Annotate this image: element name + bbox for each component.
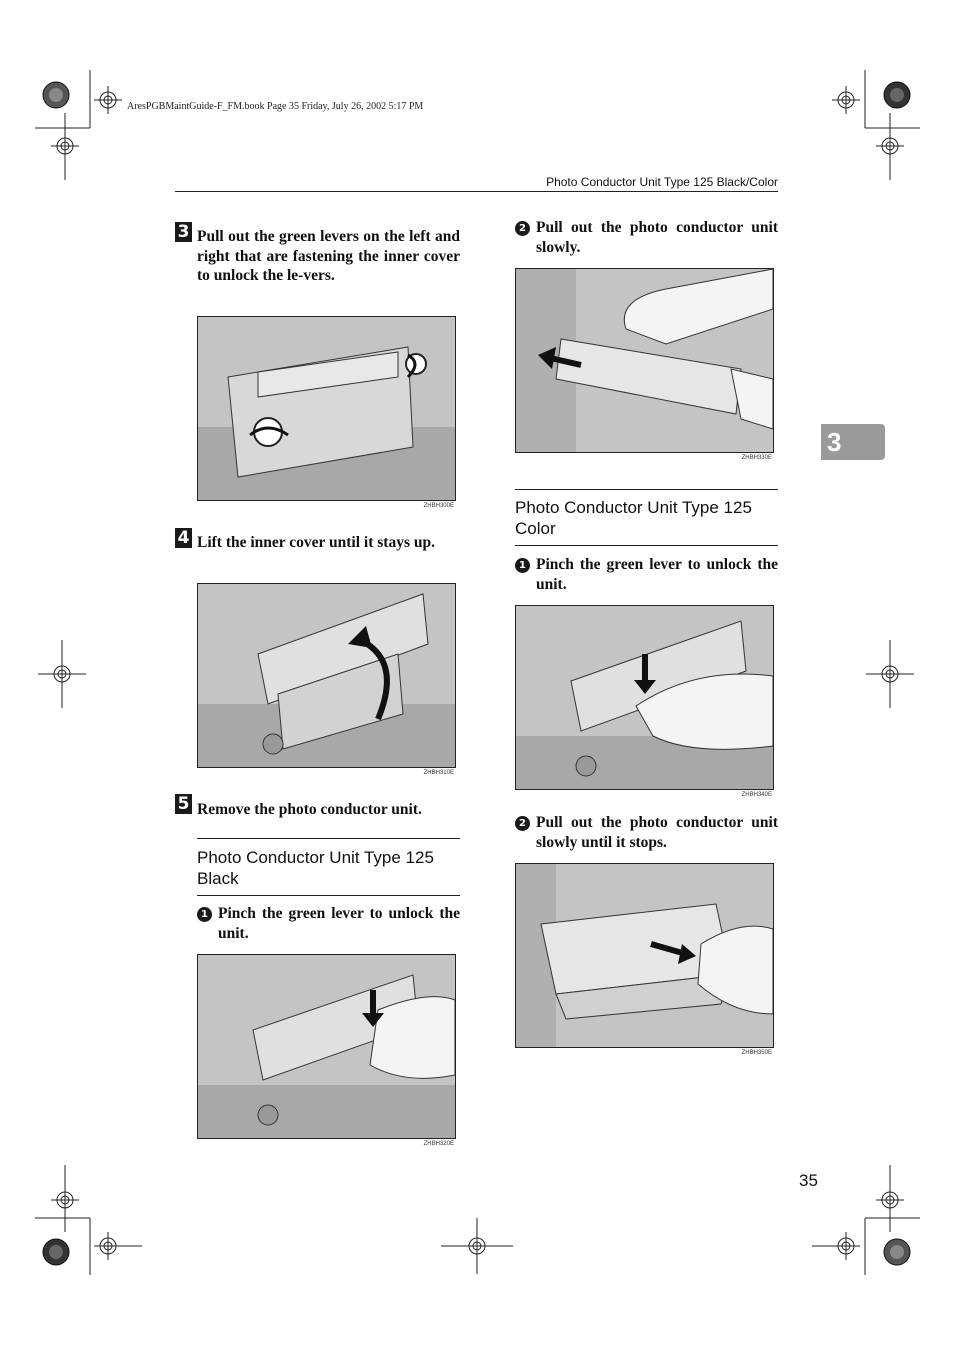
figure-code: ZHBH350E [741, 1050, 772, 1056]
figure-pinch-lever-color [515, 605, 774, 790]
step-number: 4 [175, 528, 192, 548]
figure-pull-unit-black [515, 268, 774, 453]
running-header: Photo Conductor Unit Type 125 Black/Colo… [546, 175, 778, 189]
book-info: AresPGBMaintGuide-F_FM.book Page 35 Frid… [127, 101, 424, 112]
substep-number: 2 [515, 816, 530, 831]
step-text: Lift the inner cover until it stays up. [197, 534, 435, 551]
substep-text: Pinch the green lever to unlock the unit… [536, 556, 778, 593]
step-text: Remove the photo conductor unit. [197, 801, 422, 818]
substep-number: 1 [515, 558, 530, 573]
section-rule [515, 489, 778, 490]
substep-text: Pull out the photo conductor unit slowly… [536, 814, 778, 851]
figure-code: ZHBH310E [423, 770, 454, 776]
figure-code: ZHBH340E [741, 792, 772, 798]
section-rule [197, 895, 460, 896]
figure-code: ZHBH330E [741, 455, 772, 461]
chapter-tab: 3 [821, 424, 885, 460]
substep-number: 1 [197, 907, 212, 922]
figure-code: ZHBH320E [423, 1141, 454, 1147]
figure-pull-unit-color [515, 863, 774, 1048]
header-rule [175, 191, 778, 192]
section-rule [515, 545, 778, 546]
figure-lift-cover [197, 583, 456, 768]
step-text: Pull out the green levers on the left an… [197, 228, 460, 284]
figure-release-levers [197, 316, 456, 501]
substep-number: 2 [515, 221, 530, 236]
substep-text: Pull out the photo conductor unit slowly… [536, 219, 778, 256]
section-heading-black: Photo Conductor Unit Type 125 Black [197, 848, 434, 888]
figure-code: ZHBH300E [423, 503, 454, 509]
page-number: 35 [799, 1171, 818, 1190]
step-number: 3 [175, 222, 192, 242]
section-heading-color: Photo Conductor Unit Type 125 Color [515, 498, 752, 538]
section-rule [197, 838, 460, 839]
step-number: 5 [175, 794, 192, 814]
substep-text: Pinch the green lever to unlock the unit… [218, 905, 460, 942]
figure-pinch-lever-black [197, 954, 456, 1139]
